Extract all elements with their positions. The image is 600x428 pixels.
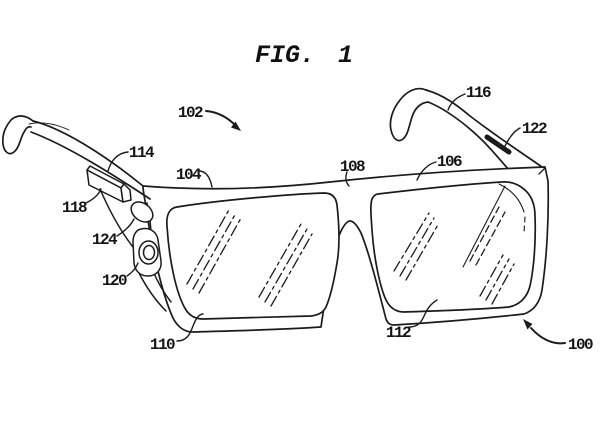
left-temple-top-edge	[32, 120, 144, 187]
left-temple-bottom-edge	[30, 131, 151, 200]
left-hook-fold-line	[28, 122, 70, 131]
right-lens-crease-line	[462, 185, 506, 268]
frame-front	[142, 166, 550, 333]
ref-label-104: 104	[176, 166, 202, 184]
sensor-oval	[130, 201, 154, 223]
ref-label-122: 122	[522, 120, 547, 138]
lens-hatching	[186, 183, 526, 307]
leader-122	[504, 127, 521, 147]
touch-button-122-mark	[484, 134, 512, 155]
touchpad-end-face	[120, 183, 132, 203]
ref-label-102: 102	[178, 104, 203, 122]
left-lens-opening	[166, 192, 340, 320]
reference-arrows	[205, 110, 566, 345]
leader-118	[85, 188, 102, 204]
camera-lens-inner	[142, 244, 156, 261]
arrow-102-head	[231, 121, 241, 131]
ref-label-112: 112	[386, 324, 411, 342]
right-ear-hook	[389, 87, 429, 142]
figure-title: FIG. 1	[255, 41, 353, 70]
ref-label-106: 106	[437, 153, 462, 171]
arrow-100-head	[523, 319, 533, 330]
right-temple-arm	[389, 87, 543, 171]
ref-label-114: 114	[129, 144, 155, 162]
leader-104	[199, 170, 213, 188]
leader-120	[126, 262, 139, 277]
left-lens-hatch-group-b	[258, 223, 313, 307]
leader-116	[447, 93, 466, 111]
right-temple-top-edge	[425, 89, 543, 168]
right-lens-opening	[370, 181, 537, 313]
right-temple-bottom-edge	[427, 101, 510, 171]
touchpad-module	[86, 165, 132, 203]
leader-110	[176, 313, 204, 342]
hinge-housing	[99, 188, 172, 312]
frame-right-end-fold	[538, 167, 546, 175]
ref-label-110: 110	[150, 336, 175, 354]
arrow-100-tail	[530, 327, 566, 345]
right-lens-corner-arc	[498, 183, 525, 213]
leader-112	[408, 299, 438, 328]
right-lens-corner-arc-dash	[523, 216, 526, 234]
left-temple-arm	[1, 115, 151, 200]
leader-108	[345, 171, 350, 187]
ref-label-118: 118	[62, 199, 87, 217]
leader-106	[416, 161, 437, 181]
ref-label-124: 124	[92, 231, 118, 249]
ref-label-116: 116	[466, 84, 491, 102]
left-lens-hatch-group-a	[186, 207, 242, 294]
ref-label-108: 108	[340, 158, 365, 176]
leader-124	[116, 218, 135, 237]
ref-label-120: 120	[102, 272, 127, 290]
left-ear-hook	[1, 115, 34, 155]
leader-lines	[85, 93, 521, 342]
right-lens-hatch-group-c	[393, 212, 440, 281]
ref-label-100: 100	[568, 336, 593, 354]
right-lens-hatch-group-e	[479, 254, 515, 305]
right-lens-hatch-group-d	[469, 206, 506, 266]
arrow-102-tail	[205, 110, 236, 126]
leader-114	[107, 151, 129, 172]
